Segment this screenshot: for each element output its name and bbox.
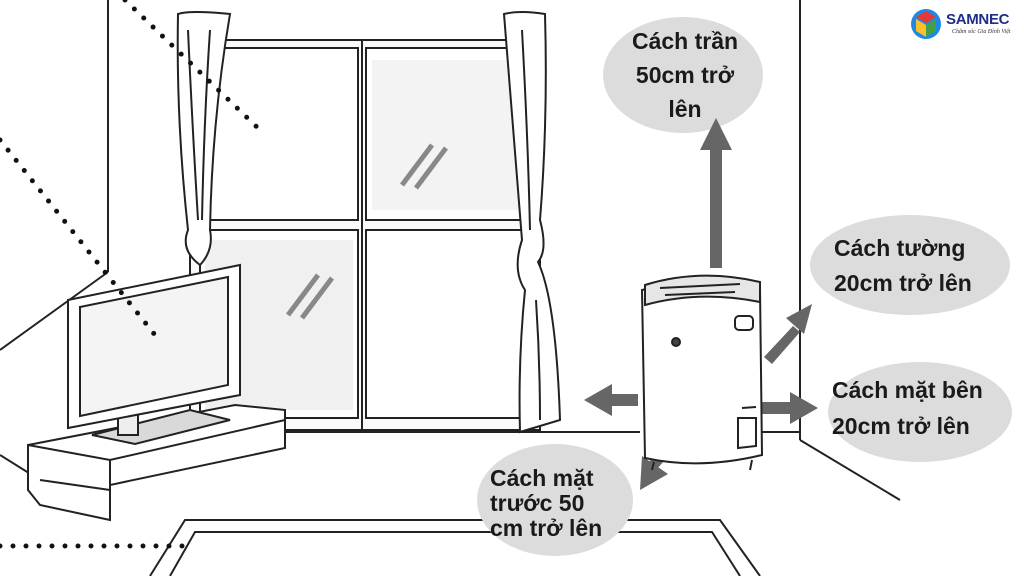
- label-ceiling-line1: Cách trần: [632, 28, 738, 54]
- tv-icon: [27, 263, 286, 522]
- room-walls: [0, 0, 901, 501]
- label-side-line1: Cách mặt bên: [832, 377, 983, 403]
- bubbles: [477, 17, 1012, 556]
- curtain-icon: [176, 11, 562, 434]
- label-front-line3: cm trở lên: [490, 515, 602, 541]
- label-side-line2: 20cm trở lên: [832, 413, 970, 439]
- label-ceiling-line3: lên: [668, 96, 701, 122]
- brand-name: SAMNEC: [946, 11, 1010, 28]
- label-ceiling-line2: 50cm trở: [636, 62, 735, 88]
- label-ceiling: Cách trần 50cm trở lên: [632, 28, 738, 122]
- label-front-line1: Cách mặt: [490, 465, 594, 491]
- glare-marks: [286, 143, 448, 320]
- window-icon: [189, 39, 541, 431]
- label-front-line2: trước 50: [490, 490, 584, 516]
- label-wall-line1: Cách tường: [834, 235, 965, 261]
- rug: [149, 519, 761, 576]
- label-wall: Cách tường 20cm trở lên: [834, 235, 972, 296]
- arrow-icon: [584, 118, 818, 490]
- label-front: Cách mặt trước 50 cm trở lên: [490, 465, 602, 541]
- label-wall-line2: 20cm trở lên: [834, 270, 972, 296]
- logo-icon: [911, 9, 941, 39]
- brand-tagline: Chăm sóc Gia Đình Việt: [952, 29, 1011, 35]
- label-side: Cách mặt bên 20cm trở lên: [832, 377, 983, 439]
- dotted-lines: [0, 0, 265, 549]
- dehumidifier-icon: [640, 274, 764, 471]
- brand-logo: SAMNEC Chăm sóc Gia Đình Việt: [908, 8, 1016, 40]
